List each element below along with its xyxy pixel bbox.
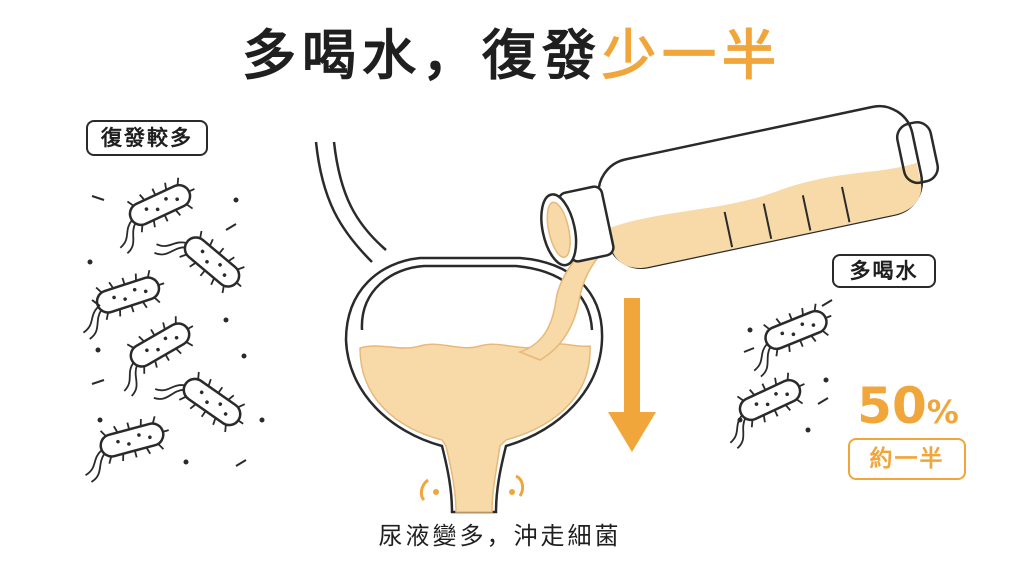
bacteria-cluster-right (712, 297, 844, 452)
bottom-caption: 尿液變多，沖走細菌 (378, 522, 622, 550)
page-title: 多喝水，復發少一半 (0, 24, 1024, 88)
percent-sign: % (926, 393, 959, 431)
about-half-tag: 約一半 (848, 438, 966, 480)
water-stream (517, 209, 642, 361)
bacteria-icon (149, 355, 255, 450)
percent-value: 50% (848, 378, 968, 440)
bacteria-icon (712, 366, 819, 452)
more-recurrence-tag: 復發較多 (86, 120, 208, 156)
bacteria-icon (73, 411, 178, 485)
bladder-icon (314, 141, 604, 514)
title-highlight: 少一半 (602, 24, 782, 87)
bacteria-cluster-left (69, 171, 265, 485)
bacteria-icon (150, 212, 254, 311)
water-bottle-icon (540, 104, 939, 269)
bacteria-icon (737, 297, 844, 380)
percent-number: 50 (857, 377, 927, 435)
drink-more-water-tag: 多喝水 (832, 254, 936, 288)
bacteria-icon (69, 264, 175, 342)
title-main: 多喝水，復發 (242, 24, 602, 87)
down-arrow-icon (608, 298, 656, 452)
